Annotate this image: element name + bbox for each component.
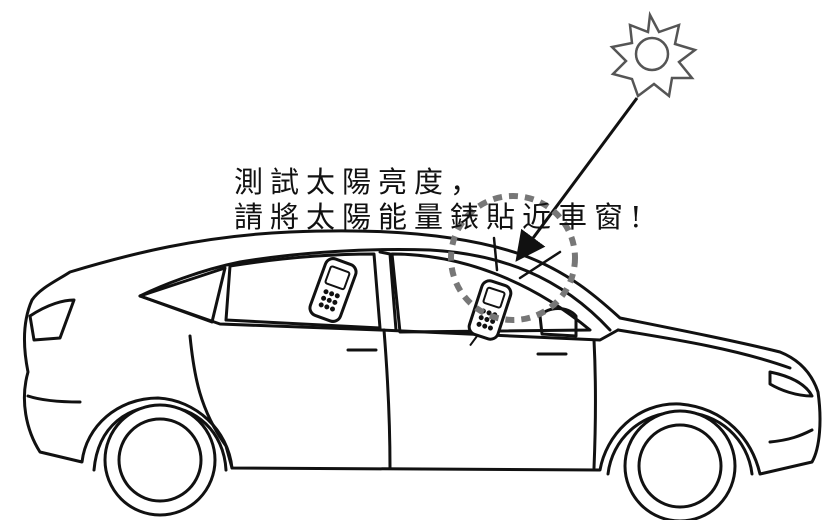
- caption-line-1: 測試太陽亮度，: [234, 165, 487, 199]
- caption-line-2: 請將太陽能量錶貼近車窗!: [234, 200, 649, 234]
- front-wheel: [623, 409, 737, 523]
- sun-icon: [609, 10, 698, 99]
- solar-meter-icon: [467, 279, 513, 347]
- pointer-lines: [492, 236, 562, 280]
- rear-wheel: [103, 403, 217, 517]
- light-ray-arrow: [515, 97, 639, 262]
- highlight-circle: [448, 193, 578, 323]
- solar-meter-icon: [308, 257, 358, 323]
